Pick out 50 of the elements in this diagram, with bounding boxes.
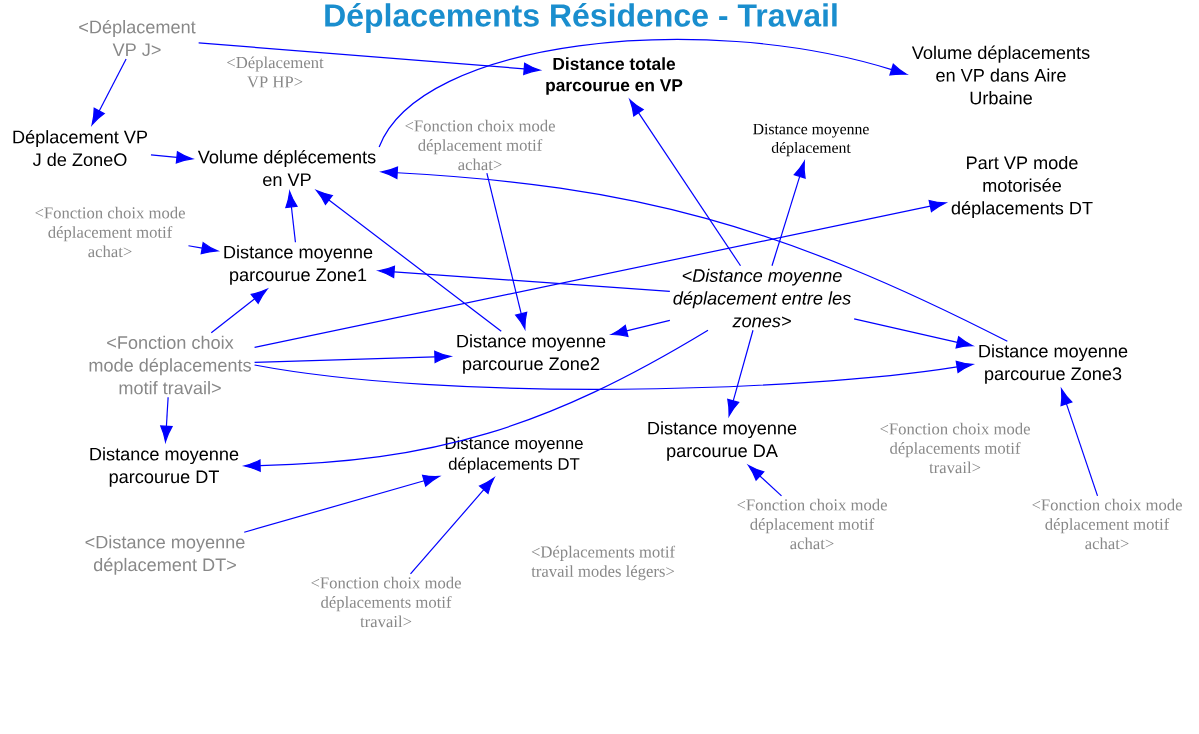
arrow (243, 474, 440, 533)
variable-label: Volume déplacements en VP dans Aire Urbaine (911, 45, 1090, 105)
arrow (285, 191, 298, 243)
arrow (727, 329, 754, 417)
arrow (853, 318, 974, 349)
arrow (254, 350, 451, 364)
arrow (254, 199, 947, 348)
shadow-variable: <Distance moyenne déplacement DT> (85, 535, 245, 575)
variable-label: Distance moyenne parcourue DA (648, 421, 797, 461)
shadow-variable: <Déplacement VP HP> (227, 56, 324, 88)
variable-label: Volume déplécements en VP (197, 149, 376, 187)
shadow-variable: <Déplacement VP J> (79, 19, 196, 57)
shadow-variable: <Fonction choix mode déplacements motif travail> (880, 422, 1030, 474)
title: Déplacements Résidence - Travail (325, 2, 837, 34)
arrow (316, 190, 502, 332)
variable-label: Part VP mode motorisée déplacements DT (951, 155, 1093, 219)
variable-label: Distance moyenne parcourue Zone1 (224, 245, 373, 285)
variable-label: Distance moyenne parcourue Zone2 (457, 334, 606, 374)
arrow (210, 288, 268, 334)
arrow (160, 396, 173, 443)
arrow (771, 161, 806, 267)
arrow (150, 151, 193, 164)
variable-label: Distance moyenne parcourue Zone3 (979, 344, 1128, 384)
arrow (610, 319, 671, 337)
shadow-variable: <Fonction choix mode déplacement motif achat> (737, 498, 887, 550)
shadow-variable: <Fonction choix mode déplacement motif achat> (405, 119, 555, 171)
arrow (254, 360, 973, 390)
variable-label: Distance moyenne parcourue DT (90, 447, 239, 487)
arrow (91, 58, 127, 126)
variable-label: Distance moyenne déplacements DT (445, 436, 583, 474)
arrow (629, 99, 742, 267)
shadow-variable: <Distance moyenne déplacement entre les zones> (673, 268, 851, 328)
shadow-variable: <Fonction choix mode déplacement motif achat> (35, 206, 185, 258)
arrow (747, 464, 783, 497)
variable-label: Distance totale parcourue en VP (546, 57, 683, 95)
shadow-variable: <Fonction choix mode déplacements motif travail> (311, 576, 461, 628)
arrow (1060, 388, 1099, 497)
arrow (378, 38, 907, 148)
arrow (187, 242, 219, 255)
shadow-variable: <Déplacements motif travail modes légers> (531, 545, 676, 581)
arrow (198, 42, 541, 76)
shadow-variable: <Fonction choix mode déplacement motif achat> (1032, 498, 1182, 550)
arrow (486, 172, 528, 330)
arrow (409, 477, 495, 575)
variable-label: Déplacement VP J de ZoneO (13, 129, 148, 167)
arrow (378, 265, 671, 293)
arrow (244, 329, 709, 472)
arrow (381, 166, 1008, 342)
variable-label: Distance moyenne déplacement (753, 123, 869, 157)
shadow-variable: <Fonction choix mode déplacements motif travail> (89, 335, 251, 395)
